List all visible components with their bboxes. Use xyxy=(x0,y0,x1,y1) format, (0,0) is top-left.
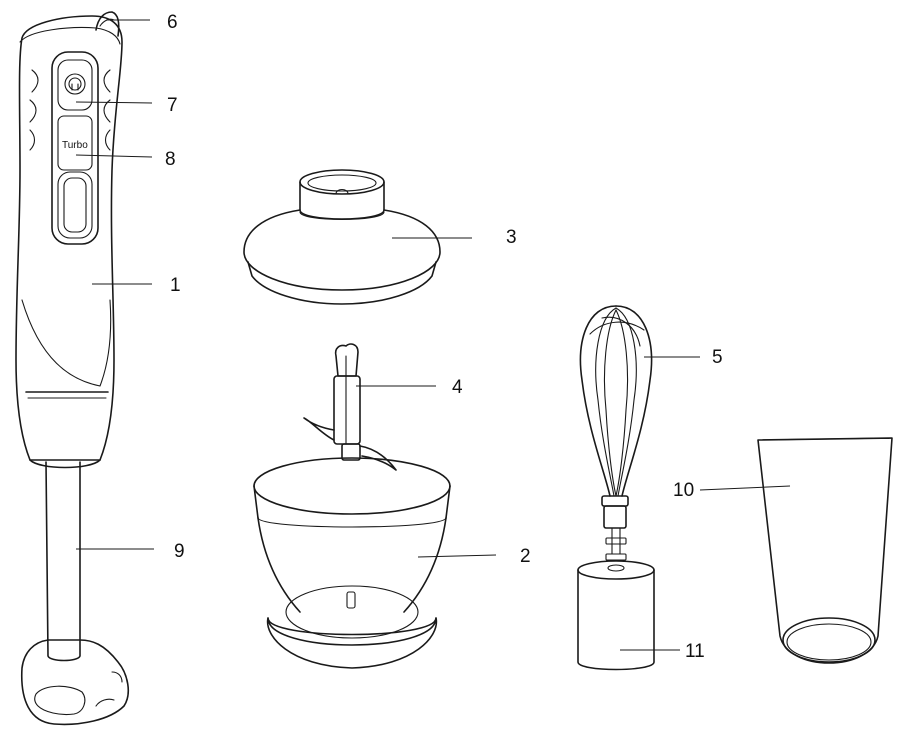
speed-button xyxy=(57,59,93,111)
turbo-label: Turbo xyxy=(62,140,88,151)
callout-9: 9 xyxy=(174,541,185,562)
callout-6: 6 xyxy=(167,12,178,33)
callout-1: 1 xyxy=(170,275,181,296)
callout-8: 8 xyxy=(165,149,176,170)
speed-dial-icon xyxy=(64,73,86,95)
callout-10: 10 xyxy=(673,480,694,501)
leader-lines xyxy=(75,19,791,651)
leader-7 xyxy=(75,101,153,104)
beaker xyxy=(757,437,893,664)
leader-8 xyxy=(75,154,153,158)
callout-numbers: 6 7 8 1 9 3 4 2 5 10 11 xyxy=(165,12,723,662)
callout-7: 7 xyxy=(167,95,178,116)
callout-2: 2 xyxy=(520,546,531,567)
whisk-gearbox xyxy=(577,560,655,671)
button-panel: Turbo xyxy=(51,51,99,245)
chopper-bowl xyxy=(253,457,451,669)
turbo-button xyxy=(57,115,93,171)
chopper-lid xyxy=(243,169,441,305)
leader-10 xyxy=(699,485,791,491)
callout-11: 11 xyxy=(685,641,705,662)
bowl-marker xyxy=(346,591,356,609)
motor-unit xyxy=(15,15,123,469)
blending-shaft xyxy=(20,461,130,726)
power-button xyxy=(57,171,93,239)
callout-4: 4 xyxy=(452,377,463,398)
callout-3: 3 xyxy=(506,227,517,248)
callout-5: 5 xyxy=(712,347,723,368)
whisk xyxy=(579,305,653,561)
chopper-blade xyxy=(303,343,397,471)
leader-2 xyxy=(417,554,497,558)
